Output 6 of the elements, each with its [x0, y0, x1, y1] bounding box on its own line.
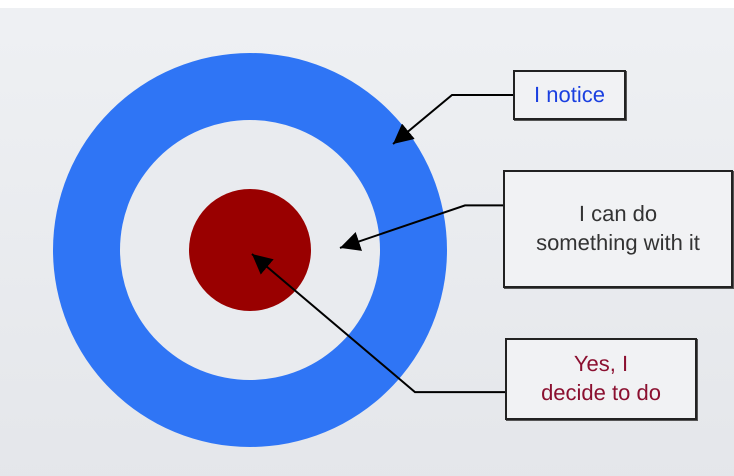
leader-arrow [340, 204, 503, 251]
callout-label: I notice [513, 70, 626, 120]
leader-arrow [251, 253, 505, 394]
callout-label: I can do something with it [503, 170, 733, 288]
leader-arrow [392, 94, 513, 145]
callout-label: Yes, I decide to do [505, 338, 697, 420]
